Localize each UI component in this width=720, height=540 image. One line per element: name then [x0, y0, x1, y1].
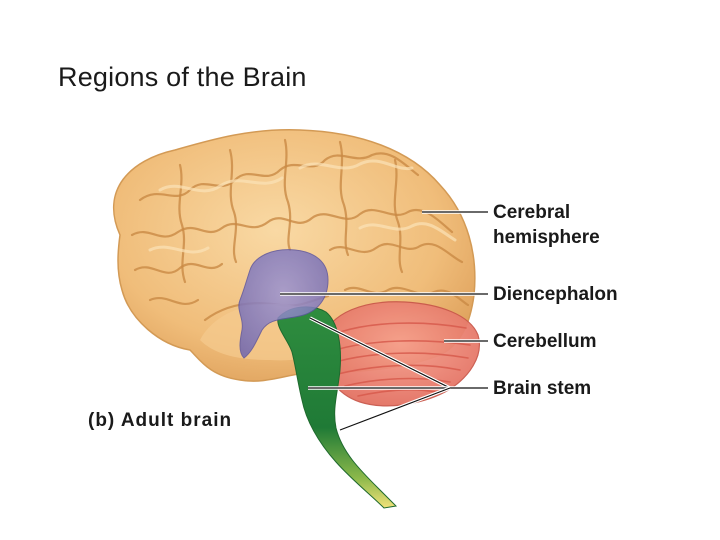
label-cerebellum: Cerebellum: [493, 331, 596, 352]
brain-stem: [277, 306, 398, 509]
label-brain-stem: Brain stem: [493, 378, 591, 399]
label-cerebral-line1: Cerebral: [493, 202, 570, 223]
figure-caption: (b) Adult brain: [88, 410, 232, 431]
cerebellum-folia: [334, 322, 471, 397]
label-diencephalon: Diencephalon: [493, 284, 618, 305]
leader-lines: [280, 210, 488, 432]
label-cerebral-line2: hemisphere: [493, 227, 600, 248]
slide-title: Regions of the Brain: [58, 62, 307, 92]
diencephalon: [238, 249, 329, 359]
